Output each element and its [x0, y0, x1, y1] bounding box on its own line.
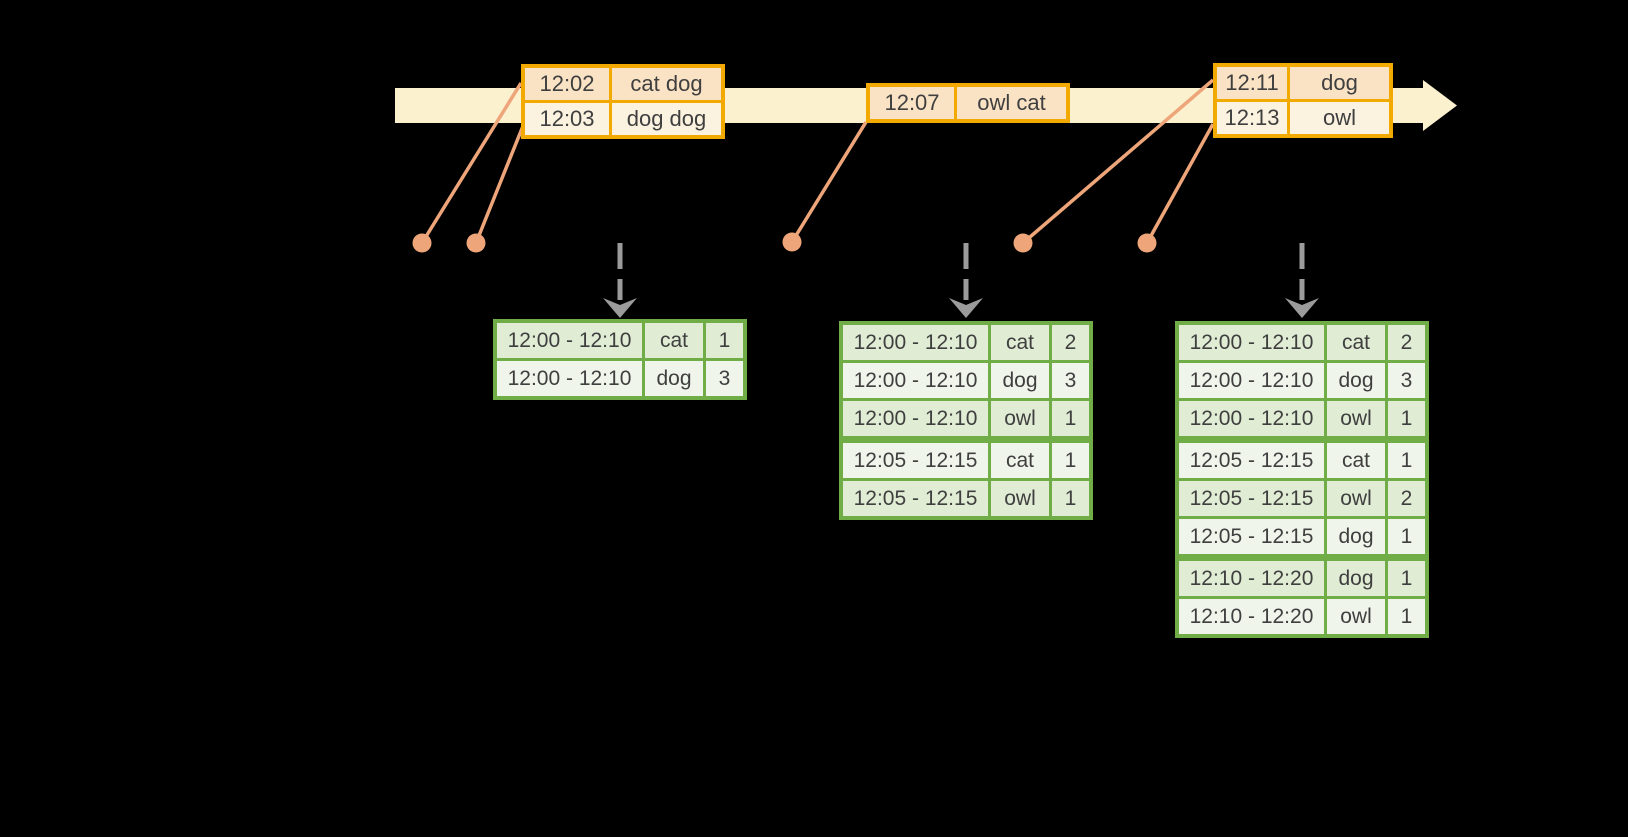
count-cell: 3 — [706, 361, 743, 396]
event-words-cell: dog — [1290, 67, 1389, 99]
word-cell: cat — [645, 323, 703, 358]
word-cell: cat — [1327, 325, 1385, 360]
event-row: 12:03 dog dog — [525, 103, 721, 135]
arrow-down-icon — [949, 298, 983, 318]
word-cell: dog — [645, 361, 703, 396]
event-dot — [466, 233, 486, 253]
word-cell: cat — [991, 325, 1049, 360]
event-words-cell: cat dog — [612, 68, 721, 100]
arrow-down-icon — [1285, 298, 1319, 318]
word-cell: dog — [1327, 561, 1385, 596]
event-time-cell: 12:07 — [870, 87, 954, 119]
result-table-1: 12:00 - 12:10 cat 1 12:00 - 12:10 dog 3 — [493, 319, 747, 400]
window-cell: 12:00 - 12:10 — [1179, 363, 1324, 398]
result-row: 12:00 - 12:10 cat 1 — [497, 323, 743, 358]
connector-line — [474, 125, 525, 244]
connector-line — [790, 121, 868, 243]
event-dot — [1013, 233, 1033, 253]
result-row: 12:00 - 12:10 owl 1 — [843, 401, 1089, 436]
result-row: 12:00 - 12:10 dog 3 — [497, 361, 743, 396]
window-cell: 12:05 - 12:15 — [1179, 519, 1324, 554]
event-time-cell: 12:03 — [525, 103, 609, 135]
count-cell: 2 — [1388, 481, 1425, 516]
window-cell: 12:00 - 12:10 — [843, 325, 988, 360]
word-cell: cat — [991, 443, 1049, 478]
result-row: 12:05 - 12:15 owl 1 — [843, 481, 1089, 516]
event-words-cell: owl — [1290, 102, 1389, 134]
result-table-3: 12:00 - 12:10 cat 2 12:00 - 12:10 dog 3 … — [1175, 321, 1429, 638]
window-cell: 12:10 - 12:20 — [1179, 599, 1324, 634]
result-row: 12:05 - 12:15 dog 1 — [1179, 519, 1425, 554]
word-cell: dog — [1327, 519, 1385, 554]
result-row: 12:10 - 12:20 owl 1 — [1179, 599, 1425, 634]
word-cell: cat — [1327, 443, 1385, 478]
result-row: 12:00 - 12:10 cat 2 — [843, 325, 1089, 360]
window-cell: 12:05 - 12:15 — [1179, 443, 1324, 478]
count-cell: 1 — [1388, 519, 1425, 554]
window-cell: 12:00 - 12:10 — [1179, 401, 1324, 436]
result-table-2: 12:00 - 12:10 cat 2 12:00 - 12:10 dog 3 … — [839, 321, 1093, 520]
event-row: 12:02 cat dog — [525, 68, 721, 100]
event-time-cell: 12:11 — [1217, 67, 1287, 99]
event-table-3: 12:11 dog 12:13 owl — [1213, 63, 1393, 138]
count-cell: 1 — [1388, 443, 1425, 478]
connector-line — [1021, 78, 1215, 245]
count-cell: 1 — [1388, 401, 1425, 436]
event-row: 12:07 owl cat — [870, 87, 1066, 119]
event-words-cell: owl cat — [957, 87, 1066, 119]
event-table-2: 12:07 owl cat — [866, 83, 1070, 123]
count-cell: 1 — [1388, 599, 1425, 634]
result-row: 12:00 - 12:10 cat 2 — [1179, 325, 1425, 360]
window-cell: 12:05 - 12:15 — [843, 443, 988, 478]
result-row: 12:05 - 12:15 owl 2 — [1179, 481, 1425, 516]
event-dot — [1137, 233, 1157, 253]
result-row: 12:10 - 12:20 dog 1 — [1179, 561, 1425, 596]
result-row: 12:00 - 12:10 owl 1 — [1179, 401, 1425, 436]
event-row: 12:11 dog — [1217, 67, 1389, 99]
window-cell: 12:05 - 12:15 — [1179, 481, 1324, 516]
count-cell: 1 — [1052, 401, 1089, 436]
event-words-cell: dog dog — [612, 103, 721, 135]
event-time-cell: 12:13 — [1217, 102, 1287, 134]
result-row: 12:05 - 12:15 cat 1 — [1179, 443, 1425, 478]
count-cell: 1 — [1052, 443, 1089, 478]
arrow-down-icon — [603, 298, 637, 318]
count-cell: 3 — [1388, 363, 1425, 398]
window-cell: 12:00 - 12:10 — [1179, 325, 1324, 360]
count-cell: 3 — [1052, 363, 1089, 398]
window-cell: 12:00 - 12:10 — [497, 323, 642, 358]
result-row: 12:05 - 12:15 cat 1 — [843, 443, 1089, 478]
result-row: 12:00 - 12:10 dog 3 — [1179, 363, 1425, 398]
count-cell: 1 — [1388, 561, 1425, 596]
word-cell: owl — [1327, 481, 1385, 516]
event-row: 12:13 owl — [1217, 102, 1389, 134]
window-cell: 12:05 - 12:15 — [843, 481, 988, 516]
word-cell: owl — [991, 401, 1049, 436]
result-row: 12:00 - 12:10 dog 3 — [843, 363, 1089, 398]
word-cell: owl — [1327, 599, 1385, 634]
count-cell: 2 — [1052, 325, 1089, 360]
window-cell: 12:00 - 12:10 — [497, 361, 642, 396]
window-cell: 12:00 - 12:10 — [843, 363, 988, 398]
word-cell: owl — [991, 481, 1049, 516]
event-dot — [412, 233, 432, 253]
word-cell: dog — [991, 363, 1049, 398]
timeline-arrowhead-icon — [1423, 80, 1457, 131]
count-cell: 1 — [706, 323, 743, 358]
window-cell: 12:10 - 12:20 — [1179, 561, 1324, 596]
count-cell: 1 — [1052, 481, 1089, 516]
connector-line — [420, 82, 523, 244]
word-cell: owl — [1327, 401, 1385, 436]
event-time-cell: 12:02 — [525, 68, 609, 100]
count-cell: 2 — [1388, 325, 1425, 360]
event-dot — [782, 232, 802, 252]
connector-line — [1145, 123, 1215, 244]
window-cell: 12:00 - 12:10 — [843, 401, 988, 436]
word-cell: dog — [1327, 363, 1385, 398]
event-table-1: 12:02 cat dog 12:03 dog dog — [521, 64, 725, 139]
